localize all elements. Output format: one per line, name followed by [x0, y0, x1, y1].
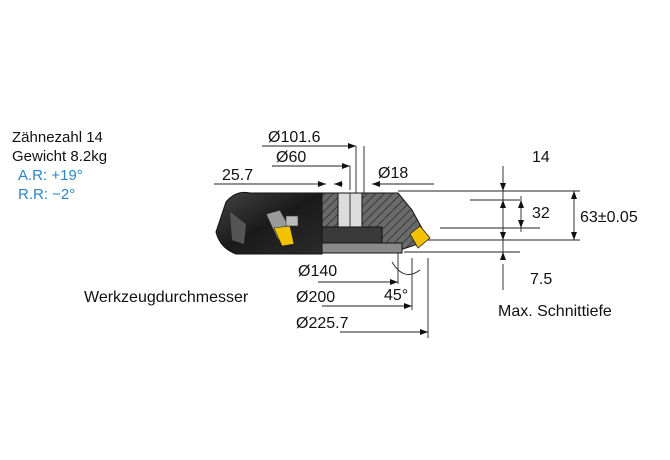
dim-h2: 32 — [532, 205, 550, 222]
radial-rake: R.R: −2° — [18, 186, 76, 203]
dimension-labels: Ø101.6 Ø60 Ø18 25.7 14 32 63±0.05 Ø140 7… — [84, 129, 638, 332]
arrowheads — [318, 143, 577, 335]
dim-d3: Ø18 — [378, 165, 408, 182]
spec-block: Zähnezahl 14 Gewicht 8.2kg A.R: +19° R.R… — [12, 128, 107, 204]
dim-d6: Ø225.7 — [296, 315, 349, 332]
weight: Gewicht 8.2kg — [12, 148, 108, 165]
dim-h1: 14 — [532, 149, 550, 166]
dim-max-depth-label: Max. Schnittiefe — [498, 303, 612, 320]
dim-offset: 25.7 — [222, 167, 253, 184]
dim-d4: Ø140 — [298, 263, 337, 280]
dim-h3: 63±0.05 — [580, 209, 638, 226]
dim-d5: Ø200 — [296, 289, 335, 306]
dim-tool-diameter-label: Werkzeugdurchmesser — [84, 289, 249, 306]
dimension-lines — [214, 145, 580, 338]
dim-angle: 45° — [384, 287, 408, 304]
dim-max-depth-value: 7.5 — [530, 271, 552, 288]
dim-d2: Ø60 — [276, 149, 306, 166]
right-insert-icon — [409, 225, 431, 249]
teeth-count: Zähnezahl 14 — [12, 129, 103, 146]
axial-rake: A.R: +19° — [18, 167, 83, 184]
dim-d1: Ø101.6 — [268, 129, 321, 146]
cutter-body — [215, 191, 431, 255]
